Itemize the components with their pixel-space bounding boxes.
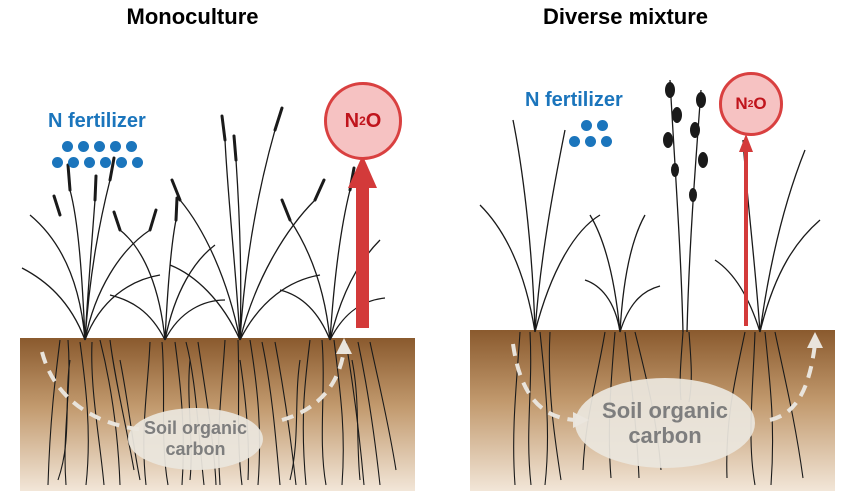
soil-organic-carbon-ellipse: Soil organic carbon: [575, 378, 755, 468]
fertilizer-dots: [56, 139, 146, 157]
n-fertilizer-label: N fertilizer: [525, 89, 623, 111]
n-fertilizer-label: N fertilizer: [48, 110, 146, 132]
forb-plants: [479, 79, 821, 333]
soil-label-line2: carbon: [628, 423, 702, 448]
n2o-n: N: [344, 109, 360, 132]
fertilizer-dots-row2: [569, 134, 629, 152]
fertilizer-dots-row2: [52, 155, 152, 173]
soil-label-line1: Soil organic: [602, 397, 728, 423]
diverse-title: Diverse mixture: [542, 4, 709, 29]
up-arrow-icon: [348, 155, 377, 328]
n2o-n: N: [735, 94, 748, 113]
n2o-subscript: 2: [747, 98, 754, 110]
grass-clumps: [21, 129, 386, 341]
n2o-subscript: 2: [359, 114, 366, 128]
fertilizer-dots: [573, 118, 613, 136]
n2o-o: O: [753, 94, 767, 113]
soil-label-line2: carbon: [165, 439, 226, 459]
monoculture-title: Monoculture: [126, 4, 259, 29]
soil-label-line1: Soil organic: [143, 418, 248, 439]
soil-organic-carbon-ellipse: Soil organic carbon: [128, 408, 263, 470]
n2o-o: O: [365, 109, 382, 132]
leaf-marks: [663, 82, 708, 202]
up-arrow-icon: [739, 134, 753, 326]
